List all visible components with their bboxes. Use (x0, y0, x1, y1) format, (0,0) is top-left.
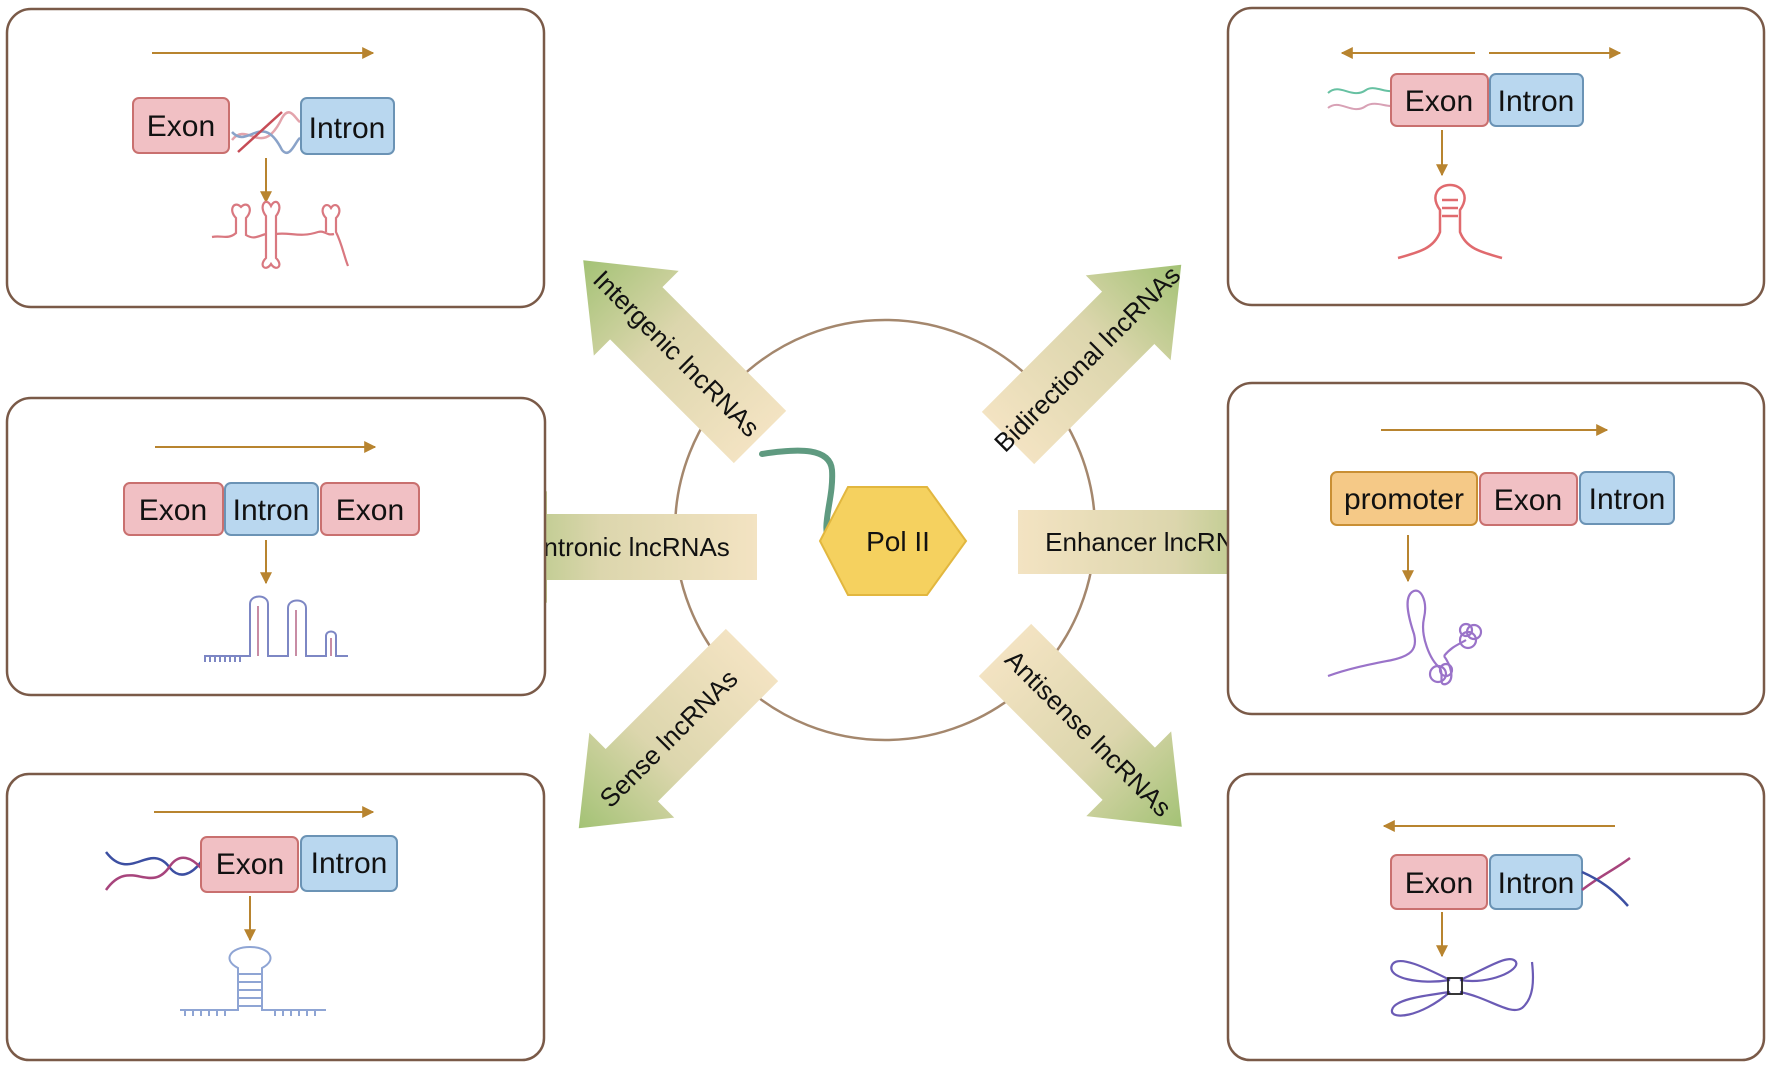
intron-label: Intron (1498, 85, 1575, 118)
intron-label: Intron (1498, 867, 1575, 900)
panel-intergenic: Exon Intron (5, 7, 546, 309)
rna-structure-icon (1397, 183, 1503, 260)
intron-block (1579, 471, 1675, 525)
dna-strand (1581, 870, 1629, 907)
intron-label: Intron (1589, 483, 1666, 516)
arrow-label-antisense: Antisense lncRNAs (999, 644, 1178, 823)
intron-label: Intron (309, 112, 386, 145)
exon-block (1479, 472, 1578, 526)
rna-structure-icon (1390, 957, 1535, 1017)
exon-block (320, 482, 420, 536)
dna-strand (105, 851, 202, 876)
panel-intronic-frame (5, 396, 547, 697)
exon-label: Exon (1494, 484, 1562, 517)
panel-antisense: Exon Intron (1226, 772, 1766, 1062)
exon-label: Exon (147, 110, 215, 143)
pol2-label: Pol II (866, 526, 930, 557)
promoter-label: promoter (1344, 483, 1464, 516)
panel-sense-frame (5, 772, 546, 1062)
dna-strand (231, 111, 301, 141)
intron-block (224, 482, 319, 536)
intron-block (300, 835, 398, 892)
exon-block (200, 836, 299, 893)
dna-strand (231, 130, 301, 154)
exon-label: Exon (1405, 85, 1473, 118)
exon-block (1390, 73, 1489, 127)
rna-structure-icon (180, 945, 326, 1016)
exon-label: Exon (216, 848, 284, 881)
dna-strand (104, 856, 202, 891)
rna-structure-icon (1327, 589, 1483, 686)
rna-strand (1327, 87, 1392, 95)
panel-bidirectional-frame (1226, 6, 1766, 307)
exon-label: Exon (1405, 867, 1473, 900)
cut-mark (237, 111, 283, 153)
exon-label: Exon (336, 494, 404, 527)
rna-structure-icon (211, 200, 350, 269)
dna-strand (1581, 856, 1631, 891)
intron-block (1489, 73, 1584, 127)
exon-label: Exon (139, 494, 207, 527)
arrow-label-intergenic: Intergenic lncRNAs (587, 264, 766, 443)
panel-intergenic-frame (5, 7, 546, 309)
pol2-hexagon (818, 486, 968, 596)
exon-block (1390, 854, 1488, 910)
panel-enhancer: promoter Exon Intron (1226, 381, 1766, 716)
intron-label: Intron (311, 847, 388, 880)
panel-bidirectional: Exon Intron (1226, 6, 1766, 307)
panel-sense: Exon Intron (5, 772, 546, 1062)
arrow-label-sense: Sense lncRNAs (594, 663, 744, 813)
intron-block (1489, 854, 1583, 910)
rna-strand (1327, 102, 1392, 111)
exon-block (132, 97, 230, 154)
rna-strand (759, 447, 836, 548)
intron-block (300, 97, 395, 155)
intron-label: Intron (233, 494, 310, 527)
promoter-block (1330, 471, 1478, 526)
panel-antisense-frame (1226, 772, 1766, 1062)
panel-intronic: Exon Intron Exon (5, 396, 547, 697)
panel-enhancer-frame (1226, 381, 1766, 716)
arrow-label-intronic: Intronic lncRNAs (536, 532, 730, 562)
arrow-label-bidirectional: Bidirectional lncRNAs (988, 260, 1186, 458)
rna-structure-icon (204, 595, 348, 662)
exon-block (123, 482, 224, 536)
